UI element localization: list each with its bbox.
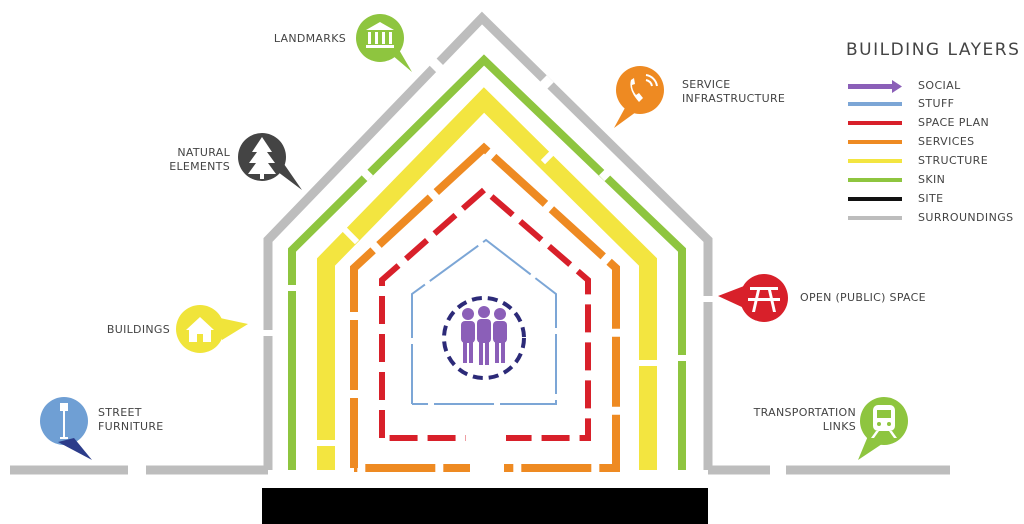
street-lamp-icon xyxy=(60,403,68,439)
site-block xyxy=(262,488,708,524)
landmarks-label: LANDMARKS xyxy=(273,32,346,45)
social-ring xyxy=(442,296,526,380)
natural-elements-label: NATURAL ELEMENTS xyxy=(169,146,230,173)
legend-swatch-services xyxy=(848,140,902,144)
legend-label-site: SITE xyxy=(918,192,944,205)
surroundings-layer xyxy=(10,11,950,475)
legend-swatch-skin xyxy=(848,178,902,182)
legend-swatch-social xyxy=(848,84,892,89)
landmarks-callout xyxy=(356,14,412,72)
legend-swatch-structure xyxy=(848,159,902,163)
service-infrastructure-label: SERVICE INFRASTRUCTURE xyxy=(682,78,786,105)
phone-icon xyxy=(630,74,658,102)
legend-label-space-plan: SPACE PLAN xyxy=(918,116,990,129)
legend-swatch-stuff xyxy=(848,102,902,106)
transportation-links-label: TRANSPORTATION LINKS xyxy=(753,406,856,433)
train-icon xyxy=(871,405,897,438)
legend-label-skin: SKIN xyxy=(918,173,946,186)
open-public-space-label: OPEN (PUBLIC) SPACE xyxy=(800,291,926,304)
buildings-label: BUILDINGS xyxy=(106,323,170,336)
legend-label-services: SERVICES xyxy=(918,135,975,148)
legend-label-structure: STRUCTURE xyxy=(918,154,989,167)
skin-layer xyxy=(288,54,686,470)
services-layer xyxy=(350,142,620,472)
buildings-callout xyxy=(176,305,248,353)
picnic-table-icon xyxy=(748,287,780,312)
legend-swatches xyxy=(848,80,902,220)
legend-label-surroundings: SURROUNDINGS xyxy=(918,211,1014,224)
structure-layer xyxy=(317,87,657,470)
legend-swatch-site xyxy=(848,197,902,201)
legend-label-stuff: STUFF xyxy=(918,97,955,110)
open-public-space-callout xyxy=(718,274,788,322)
legend-label-social: SOCIAL xyxy=(918,79,961,92)
landmark-icon xyxy=(366,22,394,48)
street-furniture-label: STREET FURNITURE xyxy=(98,406,164,433)
tree-icon xyxy=(248,137,276,179)
legend-title: BUILDING LAYERS xyxy=(846,40,1021,60)
space-plan-layer xyxy=(379,186,591,441)
legend-swatch-space-plan xyxy=(848,121,902,125)
legend-swatch-surroundings xyxy=(848,216,902,220)
service-infrastructure-callout xyxy=(614,66,664,128)
natural-elements-callout xyxy=(238,133,302,190)
house-icon xyxy=(186,317,214,342)
stuff-layer xyxy=(411,238,557,405)
people-group-icon xyxy=(461,306,507,365)
transportation-links-callout xyxy=(858,397,908,460)
street-furniture-callout xyxy=(40,397,92,460)
